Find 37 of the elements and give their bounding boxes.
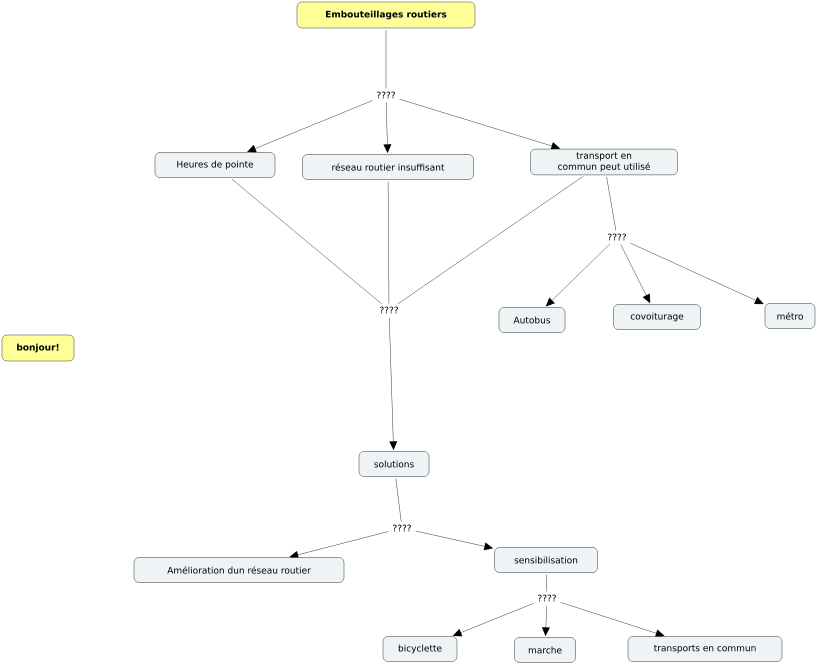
connector <box>560 602 664 638</box>
concept-box: marche <box>514 637 576 663</box>
connector <box>383 102 392 153</box>
title-box: bonjour! <box>2 334 74 362</box>
linking-phrase: ???? <box>390 522 414 534</box>
concept-box: bicyclette <box>382 636 458 662</box>
connector <box>290 531 389 559</box>
concept-box: Amélioration dun réseau routier <box>134 557 344 583</box>
concept-box: transport en commun peut utilisé <box>530 148 678 176</box>
concept-box: solutions <box>358 451 430 477</box>
concept-box: sensibilisation <box>494 547 598 573</box>
concept-box: transports en commun <box>628 636 782 662</box>
concept-box: Autobus <box>498 307 566 333</box>
connector <box>542 605 550 636</box>
concept-box: réseau routier insuffisant <box>302 154 474 180</box>
connector <box>232 178 382 304</box>
linking-phrase: ???? <box>535 592 559 604</box>
linking-phrase: ???? <box>374 90 398 100</box>
connector <box>546 244 610 306</box>
concept-box: métro <box>764 303 816 329</box>
connector <box>396 478 402 522</box>
concept-box: Heures de pointe <box>154 152 276 178</box>
connector <box>606 176 616 231</box>
linking-phrase: ???? <box>377 304 401 316</box>
concept-box: covoiturage <box>613 304 701 330</box>
connector <box>398 176 584 304</box>
connector <box>630 243 764 304</box>
connector <box>546 574 548 592</box>
connector <box>416 530 494 550</box>
connector <box>388 182 390 304</box>
connector <box>399 98 560 150</box>
linking-phrase: ???? <box>605 232 629 242</box>
connector <box>389 317 398 450</box>
connector <box>620 244 650 304</box>
connector <box>247 100 373 152</box>
connector <box>452 603 534 636</box>
title-box: Embouteillages routiers <box>296 2 476 28</box>
